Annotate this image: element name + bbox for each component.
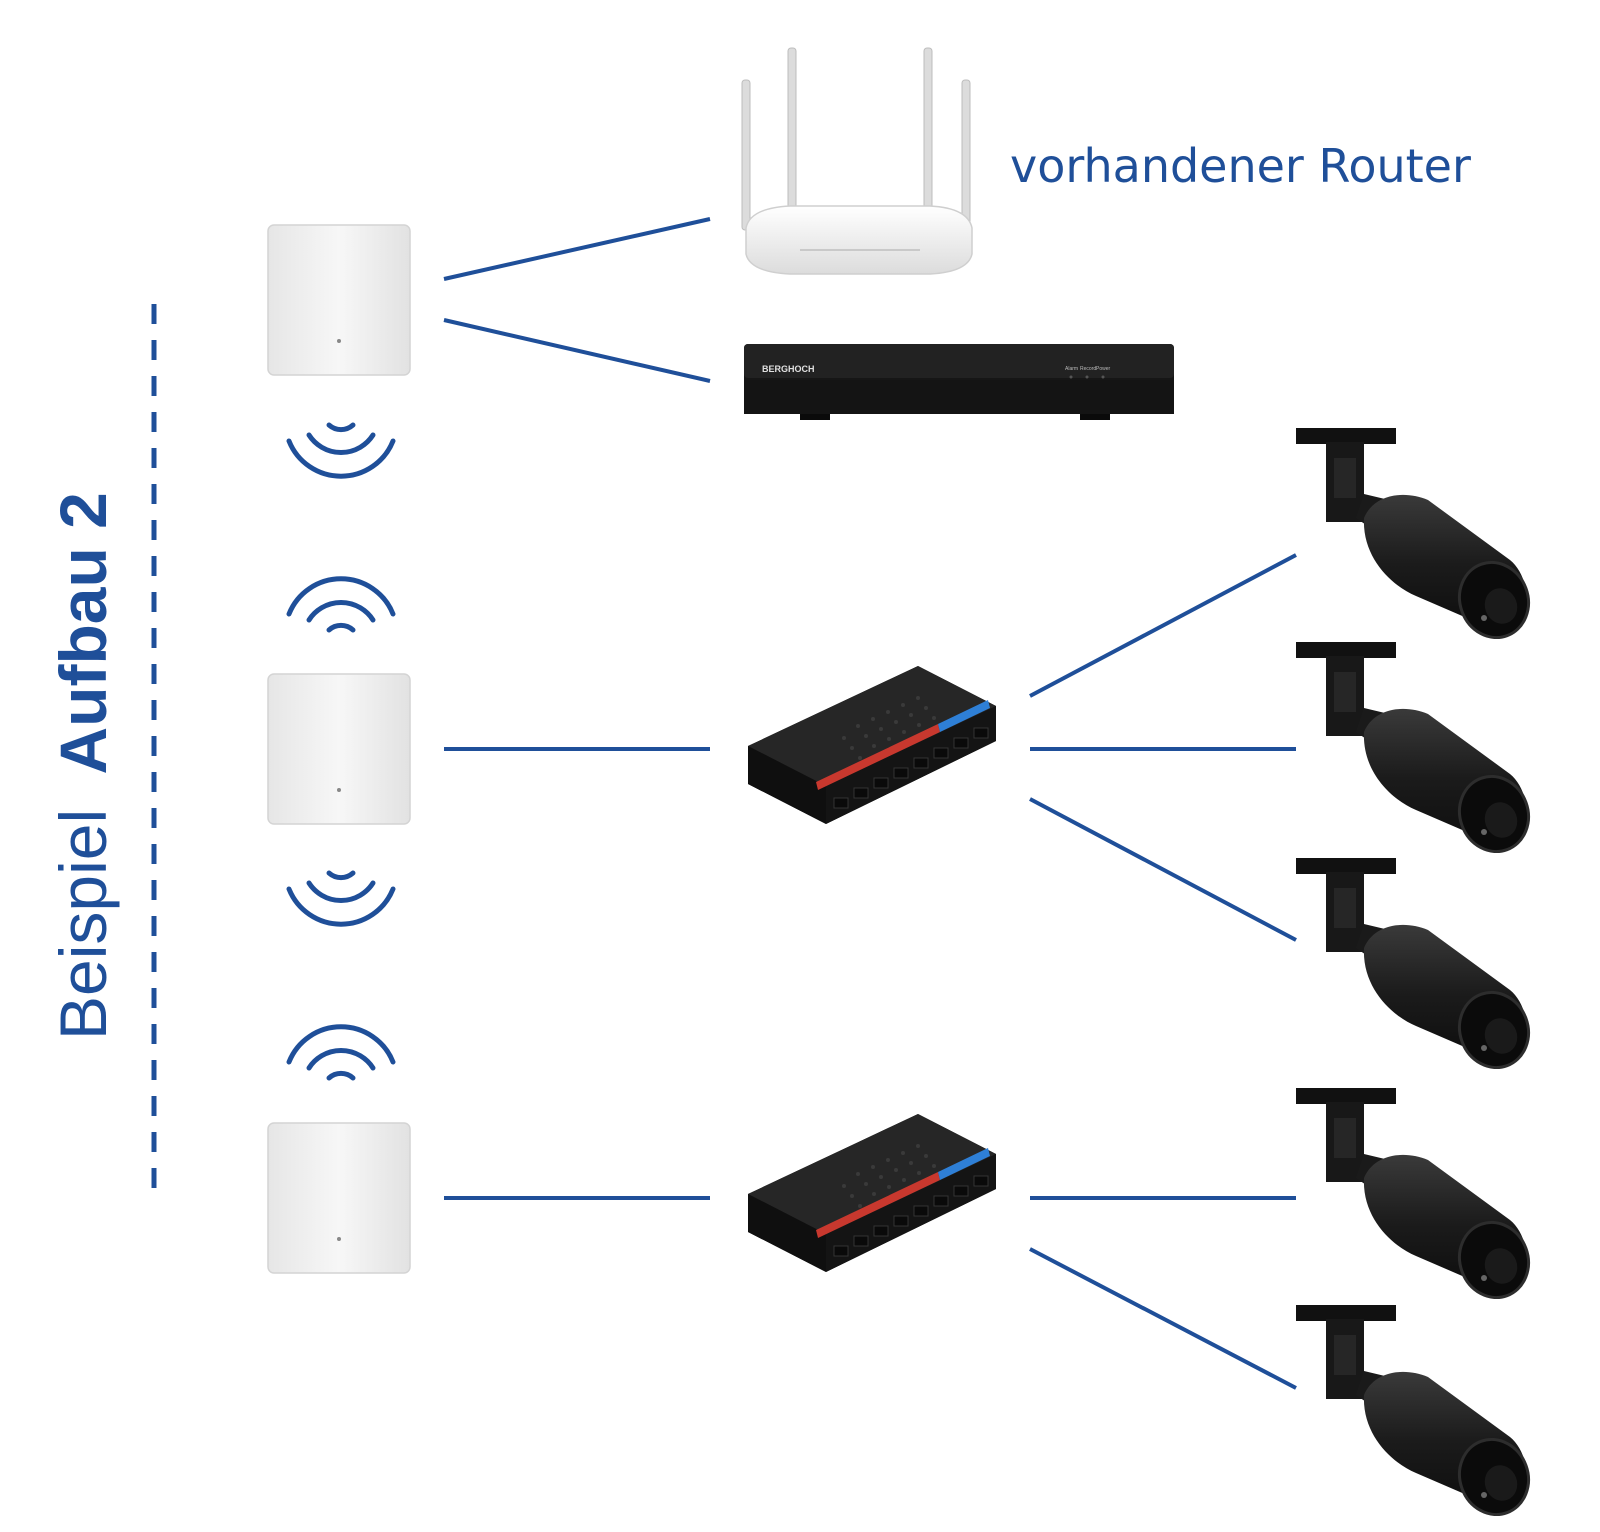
bridge-device-icon [267,673,411,825]
connection-lines [443,217,1297,1390]
link-bridge1-recorder [443,318,711,383]
router-icon [741,47,973,275]
recorder-indicator-power: Power [1096,366,1111,372]
bullet-camera-icon [1294,1086,1541,1309]
title-prefix: Beispiel [46,809,120,1040]
router-label: vorhandener Router [1010,139,1471,193]
bullet-camera-icon [1294,426,1541,649]
link-switch1-camera1 [1029,553,1297,698]
bridge-device-icon [267,1122,411,1274]
diagram-title: Beispiel Aufbau 2 [46,492,120,1040]
wifi-receive-icon [289,579,393,630]
wifi-receive-icon [289,1027,393,1078]
link-switch1-camera3 [1029,797,1297,942]
recorder-brand-label: BERGHOCH [762,364,815,374]
nvr-recorder-icon: BERGHOCH Alarm Record Power [744,344,1174,420]
wifi-transmit-icon [289,425,393,476]
title-emphasis: Aufbau 2 [46,492,120,774]
link-bridge1-router [443,217,711,281]
link-switch2-camera5 [1029,1247,1297,1390]
recorder-indicator-record: Record [1080,366,1096,372]
poe-switch-icon [747,1113,997,1273]
bullet-camera-icon [1294,640,1541,863]
bridge-device-icon [267,224,411,376]
wifi-transmit-icon [289,873,393,924]
poe-switch-icon [747,665,997,825]
bullet-camera-icon [1294,1303,1541,1526]
bullet-camera-icon [1294,856,1541,1079]
recorder-indicator-alarm: Alarm [1065,366,1078,372]
